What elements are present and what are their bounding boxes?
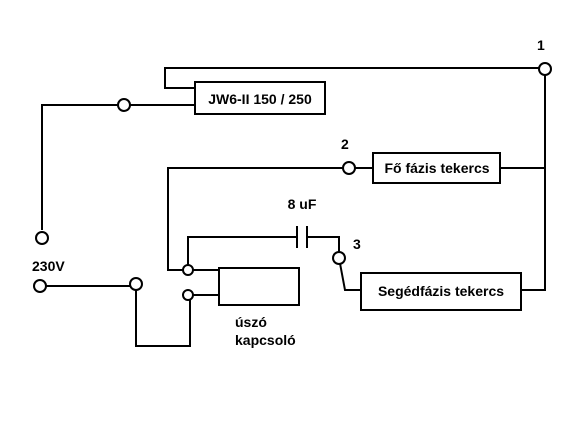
float-switch-box	[218, 267, 300, 306]
terminal-230v-upper	[35, 231, 49, 245]
capacitor	[296, 226, 308, 248]
wire-lower-return	[135, 286, 191, 347]
terminal-node2	[342, 161, 356, 175]
aux-winding-label: Segédfázis tekercs	[378, 283, 504, 299]
aux-winding-box	[360, 272, 522, 311]
relay-box	[194, 81, 326, 115]
terminal-node1	[538, 62, 552, 76]
relay-label: JW6-II 150 / 250	[208, 91, 312, 107]
wire-switch-to-capacitor	[187, 236, 297, 270]
terminal-switch-upper	[182, 264, 194, 276]
voltage-label: 230V	[32, 258, 65, 274]
capacitor-label: 8 uF	[288, 196, 317, 212]
wire-relay-to-node1	[164, 67, 545, 89]
wire-right-bus	[521, 68, 546, 291]
terminal-switch-lower	[182, 289, 194, 301]
node2-label: 2	[341, 136, 349, 152]
terminal-230v-lower	[33, 279, 47, 293]
float-switch-label-line2: kapcsoló	[235, 332, 296, 348]
wire-node3-to-aux	[338, 257, 361, 291]
node3-label: 3	[353, 236, 361, 252]
main-winding-box	[372, 152, 501, 184]
main-winding-label: Fő fázis tekercs	[384, 160, 489, 176]
terminals	[33, 62, 552, 301]
terminal-node3	[332, 251, 346, 265]
terminal-relay-input	[117, 98, 131, 112]
node1-label: 1	[537, 37, 545, 53]
float-switch-label-line1: úszó	[235, 314, 267, 330]
wire-node2-to-switch	[167, 167, 349, 271]
wire-supply-to-relay	[41, 104, 124, 230]
terminal-switch-input	[129, 277, 143, 291]
